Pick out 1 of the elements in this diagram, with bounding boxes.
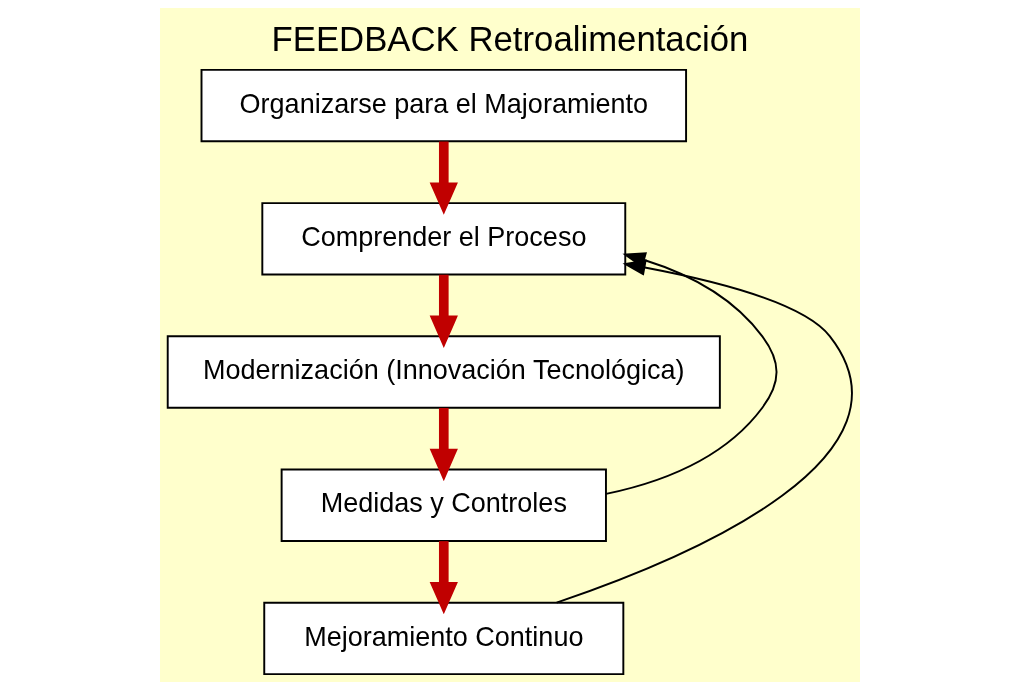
diagram-title: FEEDBACK Retroalimentación xyxy=(271,20,748,59)
